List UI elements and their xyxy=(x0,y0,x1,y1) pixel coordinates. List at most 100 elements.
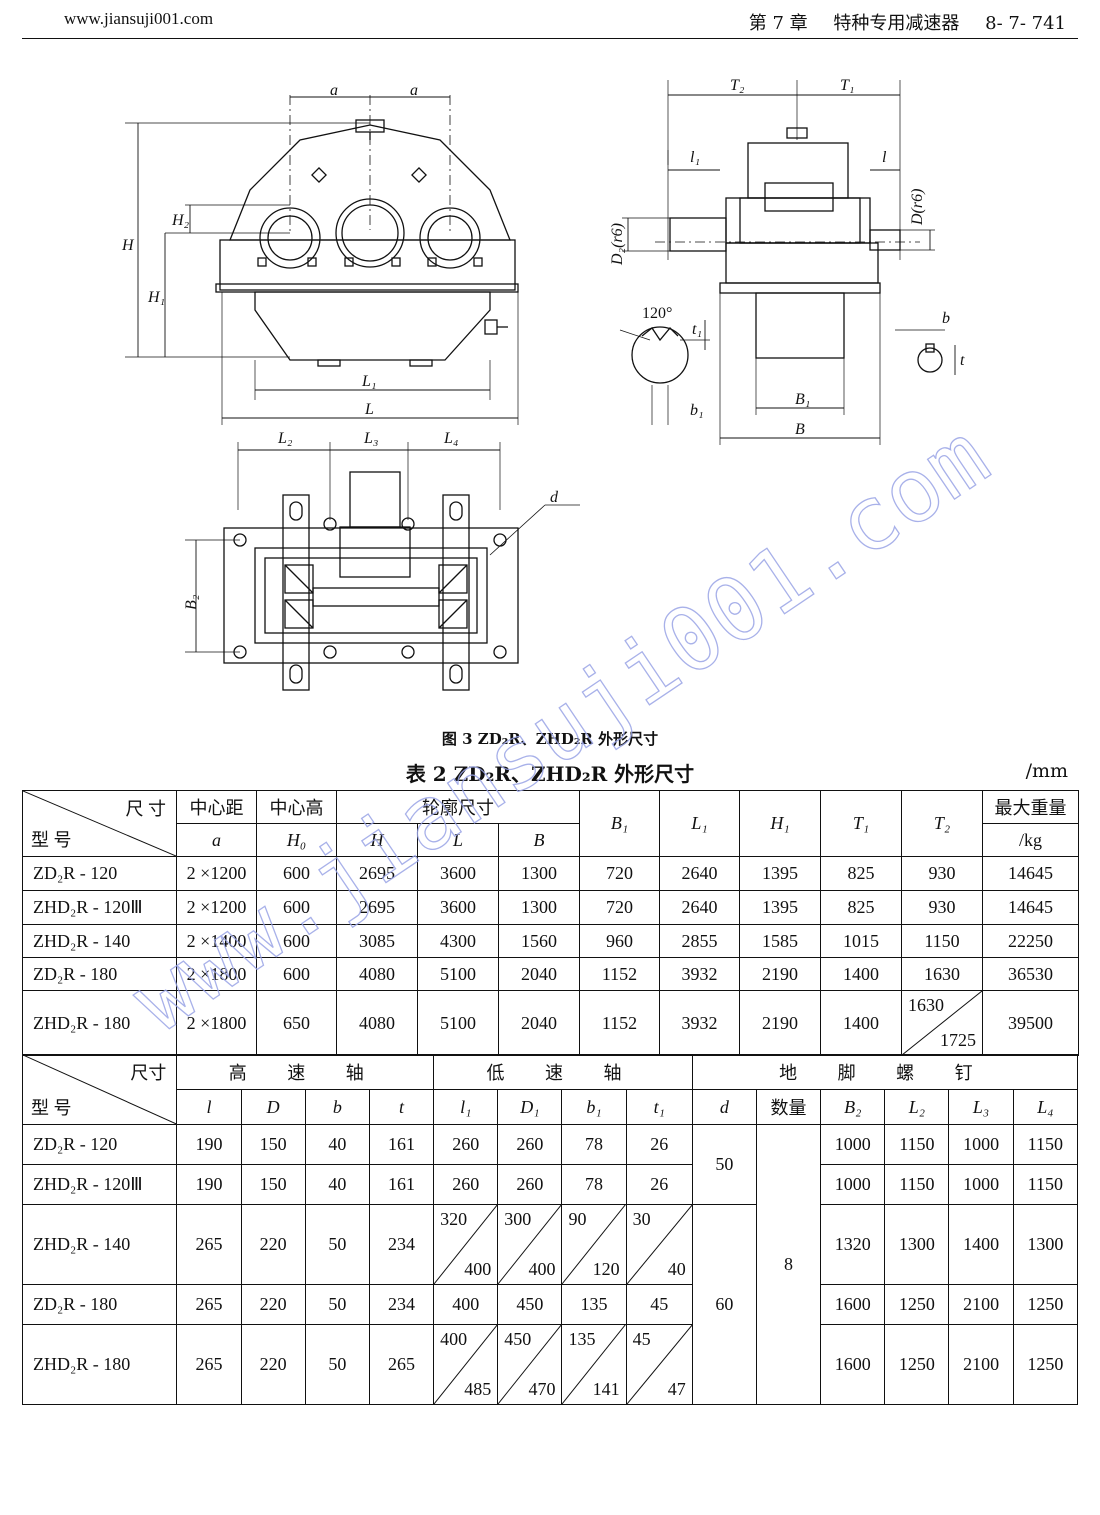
cell-H: 2695 xyxy=(336,890,418,925)
front-view: a a H H₁ H₂ L₁ L xyxy=(121,82,519,425)
cell-B2: 1600 xyxy=(820,1284,886,1325)
cell-L2: 1250 xyxy=(884,1284,950,1325)
label-b: b xyxy=(942,310,950,327)
header-H1: H₁ xyxy=(739,790,822,857)
cell-L2: 1250 xyxy=(884,1324,950,1405)
cell-B1: 1152 xyxy=(579,957,661,991)
cell-l: 190 xyxy=(176,1164,242,1205)
cell-upper: 300 xyxy=(504,1209,532,1229)
cell-T1: 1015 xyxy=(820,924,903,958)
cell-L: 5100 xyxy=(417,957,499,991)
label-H2: H₂ xyxy=(171,212,190,229)
label-H1: H₁ xyxy=(147,289,165,306)
cell-t1: 45 xyxy=(625,1284,693,1325)
header-B1: B₁ xyxy=(579,790,661,857)
table-row: ZD₂R - 180 2 ×1800 600 4080 5100 2040 11… xyxy=(22,957,1080,991)
cell-upper: 90 xyxy=(568,1209,587,1229)
cell-upper: 45 xyxy=(632,1329,651,1349)
cell-L3: 1400 xyxy=(948,1204,1014,1285)
model-cell: ZHD₂R - 180 xyxy=(22,990,177,1056)
cell-L3: 1000 xyxy=(948,1164,1014,1205)
cell-weight: 39500 xyxy=(982,990,1080,1056)
sub-l1: l₁ xyxy=(433,1089,499,1125)
label-d: d xyxy=(550,489,559,506)
cell-T1: 1400 xyxy=(820,990,903,1056)
cell-T2: 930 xyxy=(901,890,984,925)
cell-T2: 930 xyxy=(901,856,984,891)
cell-lower: 470 xyxy=(528,1379,556,1399)
cell-L: 3600 xyxy=(417,890,499,925)
corner-bottom-label: 型 号 xyxy=(31,830,72,850)
label-T2: T₂ xyxy=(730,77,745,94)
model-cell: ZHD₂R - 140 xyxy=(21,1204,178,1285)
cell-T2-upper: 1630 xyxy=(908,995,945,1015)
header-T2: T₂ xyxy=(901,790,984,857)
cell-t1-split: 45 47 xyxy=(625,1324,693,1405)
sub-D1: D₁ xyxy=(497,1089,563,1125)
cell-H0: 600 xyxy=(256,890,337,925)
cell-l: 265 xyxy=(176,1324,242,1405)
cell-H: 4080 xyxy=(336,990,418,1056)
site-url: www.jiansuji001.com xyxy=(64,9,214,28)
cell-T1: 825 xyxy=(820,856,903,891)
cell-upper: 450 xyxy=(504,1329,532,1349)
sub-b1: b₁ xyxy=(561,1089,627,1125)
cell-L4: 1150 xyxy=(1012,1164,1079,1205)
cell-b: 40 xyxy=(304,1124,370,1165)
cell-upper: 320 xyxy=(440,1209,468,1229)
sub-a: a xyxy=(176,823,257,857)
cell-H: 3085 xyxy=(336,924,418,958)
model-cell: ZD₂R - 120 xyxy=(22,856,177,891)
corner-bottom-label: 型 号 xyxy=(31,1098,72,1118)
cell-L: 3600 xyxy=(417,856,499,891)
cell-l1-split: 320 400 xyxy=(433,1204,499,1285)
table-row: ZD₂R - 180 265 220 50 234 400 450 135 45… xyxy=(21,1284,1079,1325)
table-row: ZHD₂R - 120Ⅲ 2 ×1200 600 2695 3600 1300 … xyxy=(22,890,1080,925)
sub-H: H xyxy=(336,823,418,857)
label-T1: T₁ xyxy=(840,77,854,94)
cell-D: 150 xyxy=(240,1164,306,1205)
cell-t: 161 xyxy=(368,1124,435,1165)
cell-l: 265 xyxy=(176,1204,242,1285)
cell-t: 161 xyxy=(368,1164,435,1205)
cell-weight: 36530 xyxy=(982,957,1080,991)
label-D2r6: D₂(r6) xyxy=(609,223,626,266)
cell-L4: 1150 xyxy=(1012,1124,1079,1165)
label-Dr6: D(r6) xyxy=(909,189,926,226)
cell-B: 1300 xyxy=(497,856,581,891)
cell-D: 220 xyxy=(240,1284,306,1325)
cell-upper: 135 xyxy=(568,1329,596,1349)
cell-T1: 1400 xyxy=(820,957,903,991)
table-row: ZHD₂R - 180 2 ×1800 650 4080 5100 2040 1… xyxy=(22,990,1080,1056)
cell-quantity: 8 xyxy=(755,1124,822,1405)
cell-d-group2: 60 xyxy=(691,1204,757,1405)
label-a-right: a xyxy=(410,82,418,99)
cell-D: 220 xyxy=(240,1204,306,1285)
label-L2: L₂ xyxy=(277,430,293,447)
cell-B: 2040 xyxy=(497,990,581,1056)
table-row: ZD₂R - 120 190 150 40 161 260 260 78 26 … xyxy=(21,1124,1079,1405)
header-T1: T₁ xyxy=(820,790,903,857)
cell-a: 2 ×1200 xyxy=(176,856,257,891)
table-title: 表 2 ZD₂R、ZHD₂R 外形尺寸 xyxy=(405,762,695,786)
cell-L: 4300 xyxy=(417,924,499,958)
sub-B2: B₂ xyxy=(820,1089,886,1125)
cell-L2: 1150 xyxy=(884,1164,950,1205)
cell-L2: 1150 xyxy=(884,1124,950,1165)
model-cell: ZD₂R - 180 xyxy=(21,1284,178,1325)
cell-t: 234 xyxy=(368,1284,435,1325)
cell-H0: 600 xyxy=(256,924,337,958)
model-cell: ZD₂R - 180 xyxy=(22,957,177,991)
cell-H1: 2190 xyxy=(739,990,822,1056)
cell-lower: 120 xyxy=(592,1259,620,1279)
cell-B: 1300 xyxy=(497,890,581,925)
cell-D1-split: 300 400 xyxy=(497,1204,563,1285)
sub-B: B xyxy=(497,823,581,857)
shaft-bolt-dimensions-table: 尺寸 型 号 高 速 轴 低 速 轴 地 脚 螺 钉 l D b t l₁ D₁… xyxy=(21,1054,1079,1405)
cell-H0: 600 xyxy=(256,957,337,991)
sub-L2: L₂ xyxy=(884,1089,950,1125)
cell-L4: 1250 xyxy=(1012,1284,1079,1325)
label-l1: l₁ xyxy=(690,149,700,166)
cell-L1: 2855 xyxy=(659,924,741,958)
cell-H1: 1395 xyxy=(739,890,822,925)
